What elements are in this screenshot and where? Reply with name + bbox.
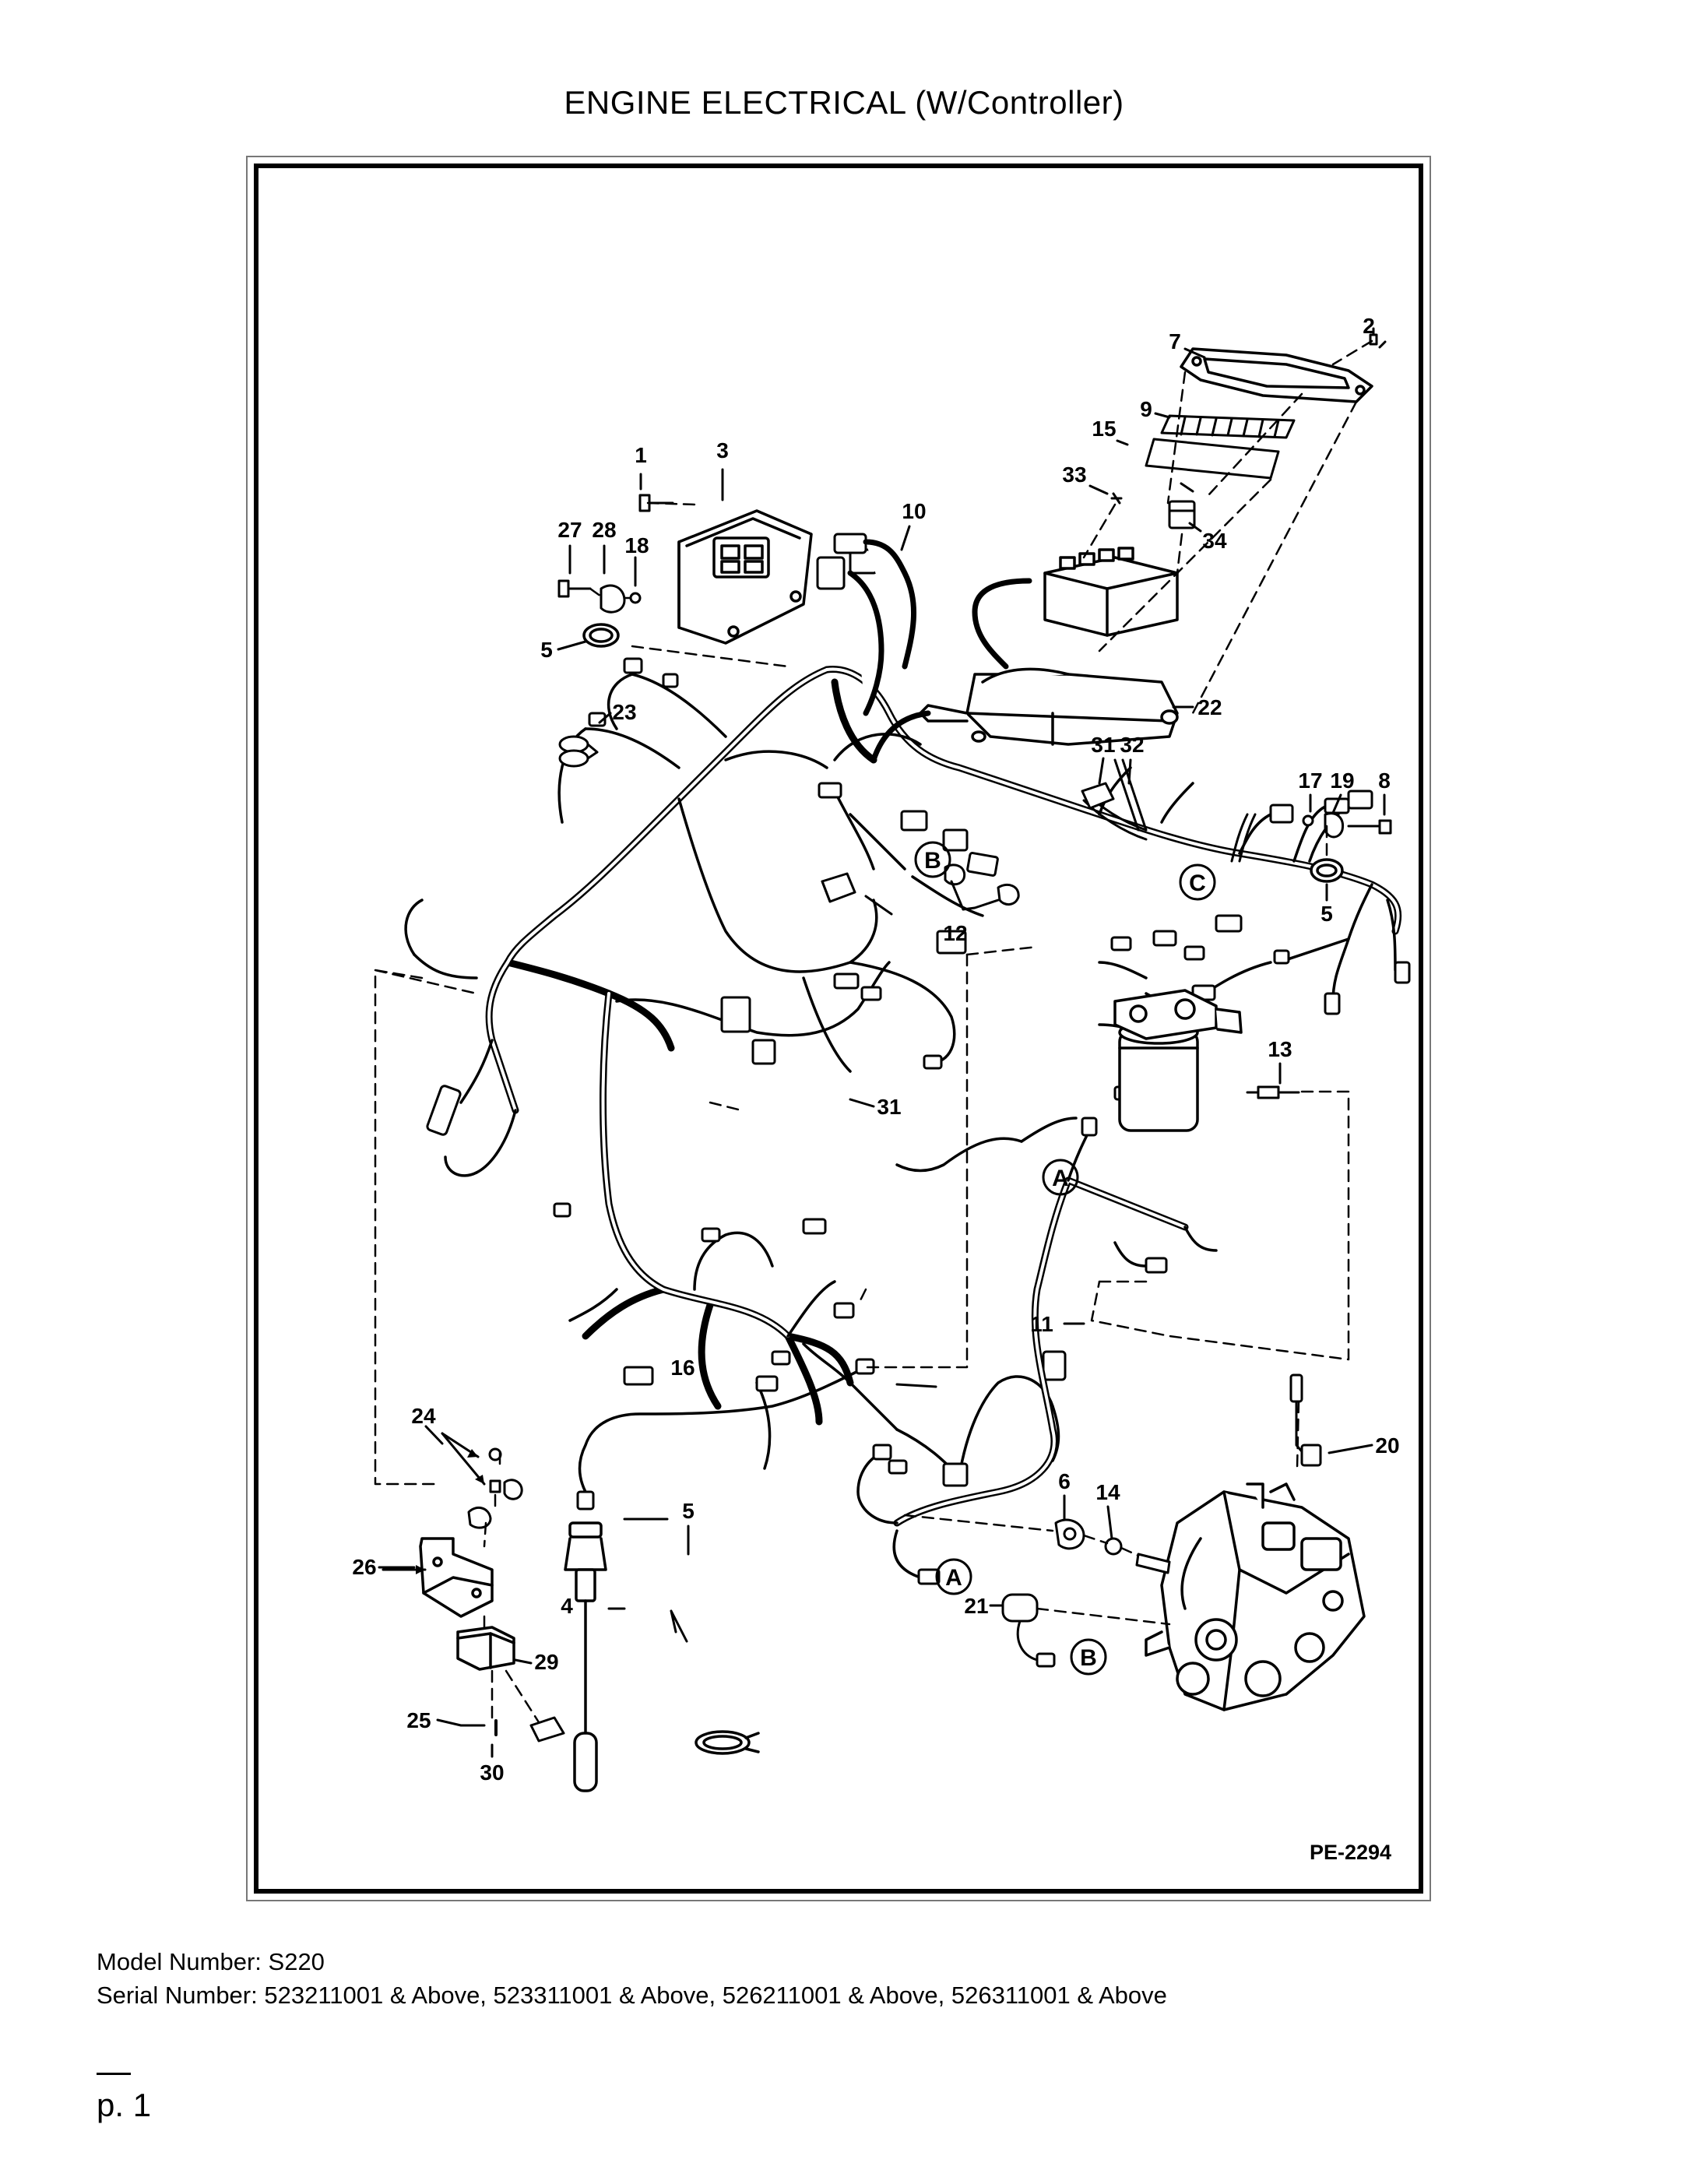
callout-26: 26 xyxy=(352,1555,376,1579)
main-wiring-harness xyxy=(485,666,1402,1426)
callout-5-top: 5 xyxy=(540,638,553,662)
callout-29: 29 xyxy=(534,1650,558,1674)
bracket-26 xyxy=(419,1537,494,1618)
stud-terminal xyxy=(1135,1553,1171,1574)
fuse-box-cover xyxy=(1180,347,1373,403)
callout-7: 7 xyxy=(1169,329,1181,353)
page-title: ENGINE ELECTRICAL (W/Controller) xyxy=(564,84,1124,121)
callout-leaders xyxy=(378,340,1387,1758)
clamp-19 xyxy=(1324,812,1345,839)
callout-30: 30 xyxy=(480,1760,504,1785)
fuel-level-sender-4 xyxy=(564,1521,607,1792)
callout-6: 6 xyxy=(1058,1469,1071,1493)
solenoid-21 xyxy=(1001,1593,1056,1668)
relay-34 xyxy=(1168,500,1196,529)
fuse-relay-box xyxy=(919,667,1179,746)
callout-16: 16 xyxy=(670,1356,695,1380)
engine-electrical-diagram: C B A A B 1 2 3 4 5 5 5 6 7 8 9 10 11 12… xyxy=(352,314,1411,1864)
callout-17: 17 xyxy=(1298,768,1322,793)
decal-30 xyxy=(529,1716,565,1743)
callout-4: 4 xyxy=(561,1594,573,1618)
callout-9: 9 xyxy=(1140,397,1152,421)
nut-17 xyxy=(1302,814,1314,827)
bolt-27 xyxy=(557,579,592,598)
figure-id: PE-2294 xyxy=(1310,1841,1391,1864)
harness-11-connectors xyxy=(872,1117,1168,1585)
callout-23: 23 xyxy=(612,700,636,724)
callout-11: 11 xyxy=(1030,1312,1053,1336)
grommet-6 xyxy=(1054,1518,1085,1550)
fuse-33 xyxy=(1110,492,1123,505)
relay-31-top xyxy=(1081,782,1115,810)
callout-1: 1 xyxy=(635,443,647,467)
fuel-filter xyxy=(1113,989,1243,1132)
callout-14: 14 xyxy=(1095,1480,1120,1504)
injection-pump xyxy=(1145,1482,1366,1711)
engine-controller xyxy=(677,509,813,645)
callout-18: 18 xyxy=(624,533,649,557)
nut-14 xyxy=(1104,1537,1123,1556)
callout-32: 32 xyxy=(1120,733,1144,757)
fuel-shutoff-lead-20 xyxy=(1289,1373,1322,1467)
harness-branches xyxy=(404,673,1397,1478)
clamp-5-bottom xyxy=(695,1730,760,1755)
fuse-box-lead-2 xyxy=(972,578,1032,670)
decal-15 xyxy=(1145,438,1280,480)
callout-5-bottom: 5 xyxy=(682,1499,695,1523)
bolt-8 xyxy=(1347,819,1392,835)
callout-15: 15 xyxy=(1092,417,1116,441)
hardware-24 xyxy=(467,1447,523,1529)
callout-5-right: 5 xyxy=(1321,902,1333,926)
callout-10: 10 xyxy=(902,499,926,523)
model-number: Model Number: S220 xyxy=(97,1948,325,1975)
callout-2: 2 xyxy=(1363,314,1375,338)
callout-22: 22 xyxy=(1197,695,1222,719)
controller-connectors xyxy=(816,533,917,716)
dashed-leaders xyxy=(374,339,1373,1724)
harness-16 xyxy=(578,1366,867,1493)
wire-ties-23 xyxy=(558,735,599,768)
fuse-label-strip-9 xyxy=(1160,414,1296,439)
harness-connectors xyxy=(426,657,1411,1487)
callout-31-upper: 31 xyxy=(1091,733,1115,757)
callout-28: 28 xyxy=(592,518,616,542)
connector-reference-markers xyxy=(914,841,1216,1676)
callout-20: 20 xyxy=(1375,1433,1399,1458)
connector-ref-b-upper: B xyxy=(924,848,941,874)
figure-frame-outer xyxy=(246,156,1431,1901)
connector-ref-c: C xyxy=(1189,870,1206,896)
callout-3: 3 xyxy=(716,438,729,462)
relay-block xyxy=(1043,547,1179,637)
clamp-5-right xyxy=(1310,858,1344,883)
callout-25: 25 xyxy=(406,1708,431,1732)
clamp-28 xyxy=(600,584,626,614)
callout-8: 8 xyxy=(1378,768,1391,793)
connector-ref-a-lower: A xyxy=(945,1565,962,1591)
relay-31-lower xyxy=(821,872,856,903)
clamp-5-top xyxy=(582,623,620,648)
callout-34: 34 xyxy=(1202,529,1227,553)
callout-19: 19 xyxy=(1330,768,1354,793)
callout-24: 24 xyxy=(411,1404,436,1428)
callout-12: 12 xyxy=(943,921,967,945)
connector-ref-b-lower: B xyxy=(1080,1645,1097,1671)
callout-21: 21 xyxy=(964,1594,988,1618)
page-number-rule xyxy=(97,2073,131,2075)
serial-number: Serial Number: 523211001 & Above, 523311… xyxy=(97,1982,1167,2009)
connector-ref-a-upper: A xyxy=(1052,1166,1069,1191)
callout-13: 13 xyxy=(1268,1037,1292,1061)
figure-frame xyxy=(254,164,1423,1894)
nut-18 xyxy=(629,592,642,604)
callout-33: 33 xyxy=(1062,462,1086,487)
clips-12 xyxy=(944,863,1020,906)
harness-16-connectors xyxy=(576,1358,875,1511)
temperature-sender-13 xyxy=(1246,1085,1300,1099)
fuse-box-lead xyxy=(870,710,931,763)
callout-27: 27 xyxy=(557,518,582,542)
callout-arrowheads xyxy=(416,1449,484,1574)
callout-31-lower: 31 xyxy=(877,1095,901,1119)
relay-29 xyxy=(456,1626,515,1671)
page-number: p. 1 xyxy=(97,2087,152,2123)
